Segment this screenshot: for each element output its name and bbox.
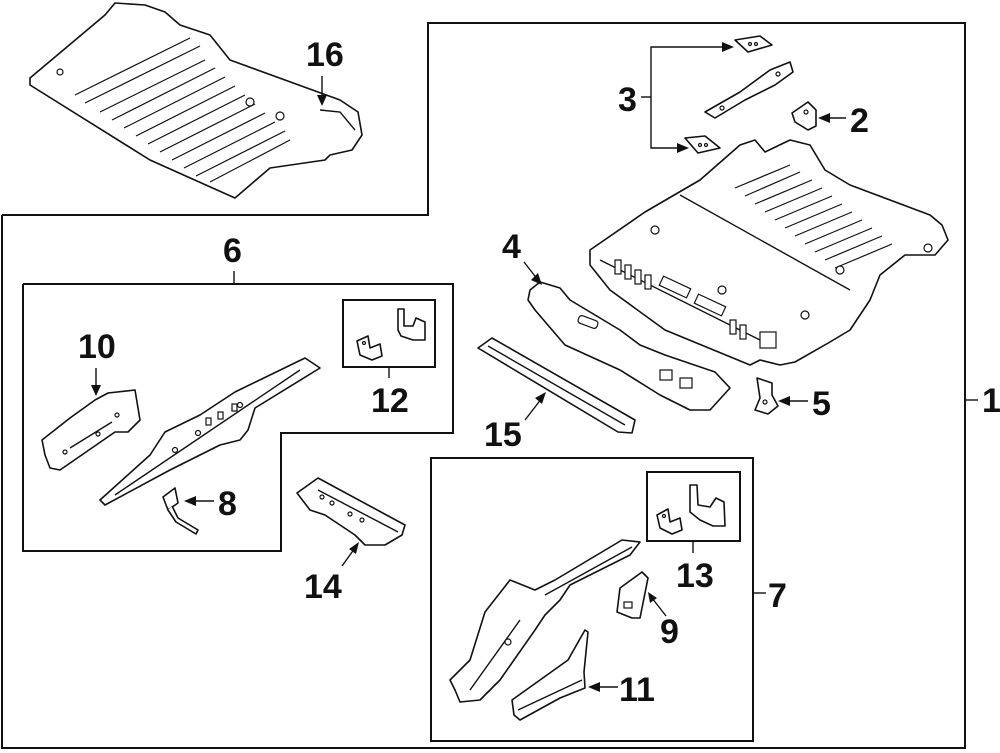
callout-6: 6	[223, 232, 242, 270]
callout-13: 13	[676, 557, 714, 595]
group-box-12	[342, 299, 436, 378]
part-11-rear-rail-extension	[511, 629, 589, 721]
outer-frame	[1, 22, 966, 749]
part-12-bracket-set	[356, 308, 426, 361]
callout-label-7: 7	[768, 577, 787, 615]
part-13-bracket-set	[656, 484, 726, 535]
part-16-front-floor-pan	[29, 2, 363, 199]
callout-3: 3	[618, 81, 637, 119]
callout-4: 4	[502, 228, 542, 285]
callout-16: 16	[306, 36, 344, 106]
part-7-rail	[449, 539, 641, 703]
callout-label-5: 5	[812, 385, 831, 423]
callout-label-2: 2	[850, 102, 869, 140]
callout-label-9: 9	[660, 613, 679, 651]
group-box-6	[22, 271, 454, 552]
callout-label-16: 16	[306, 36, 344, 74]
callout-label-12: 12	[371, 382, 409, 420]
callout-12: 12	[371, 382, 409, 420]
part-8-rail-bracket: 8	[162, 485, 237, 535]
callout-15: 15	[484, 392, 546, 454]
part-10-front-rail-extension	[41, 389, 141, 471]
callout-11: 11	[588, 671, 655, 709]
callout-label-15: 15	[484, 416, 522, 454]
callout-label-3: 3	[618, 81, 637, 119]
callout-14: 14	[304, 542, 359, 606]
callout-7: 7	[768, 577, 787, 615]
part-3-brackets	[684, 35, 794, 154]
callout-label-13: 13	[676, 557, 714, 595]
part-1-rear-floor-pan	[589, 139, 949, 366]
part-4-crossmember	[527, 281, 731, 411]
part-15-reinforcement	[477, 337, 636, 434]
group-box-13	[646, 471, 741, 553]
part-14-crossmember	[296, 477, 406, 546]
callout-label-10: 10	[78, 328, 116, 366]
callout-label-4: 4	[502, 228, 521, 266]
callout-label-6: 6	[223, 232, 242, 270]
bracket-line-3	[641, 42, 734, 153]
group-box-7	[430, 457, 766, 742]
callout-label-1: 1	[982, 382, 1000, 420]
callout-label-14: 14	[304, 568, 342, 606]
callout-9: 9	[648, 592, 679, 651]
callout-label-11: 11	[619, 671, 655, 709]
part-9-gusset	[616, 571, 649, 619]
callout-1: 1	[982, 382, 1000, 420]
part-2-bracket: 2	[791, 101, 869, 140]
callout-label-8: 8	[218, 485, 237, 523]
part-5-bracket: 5	[754, 377, 831, 423]
callout-10: 10	[78, 328, 116, 396]
part-6-rail	[99, 357, 321, 506]
